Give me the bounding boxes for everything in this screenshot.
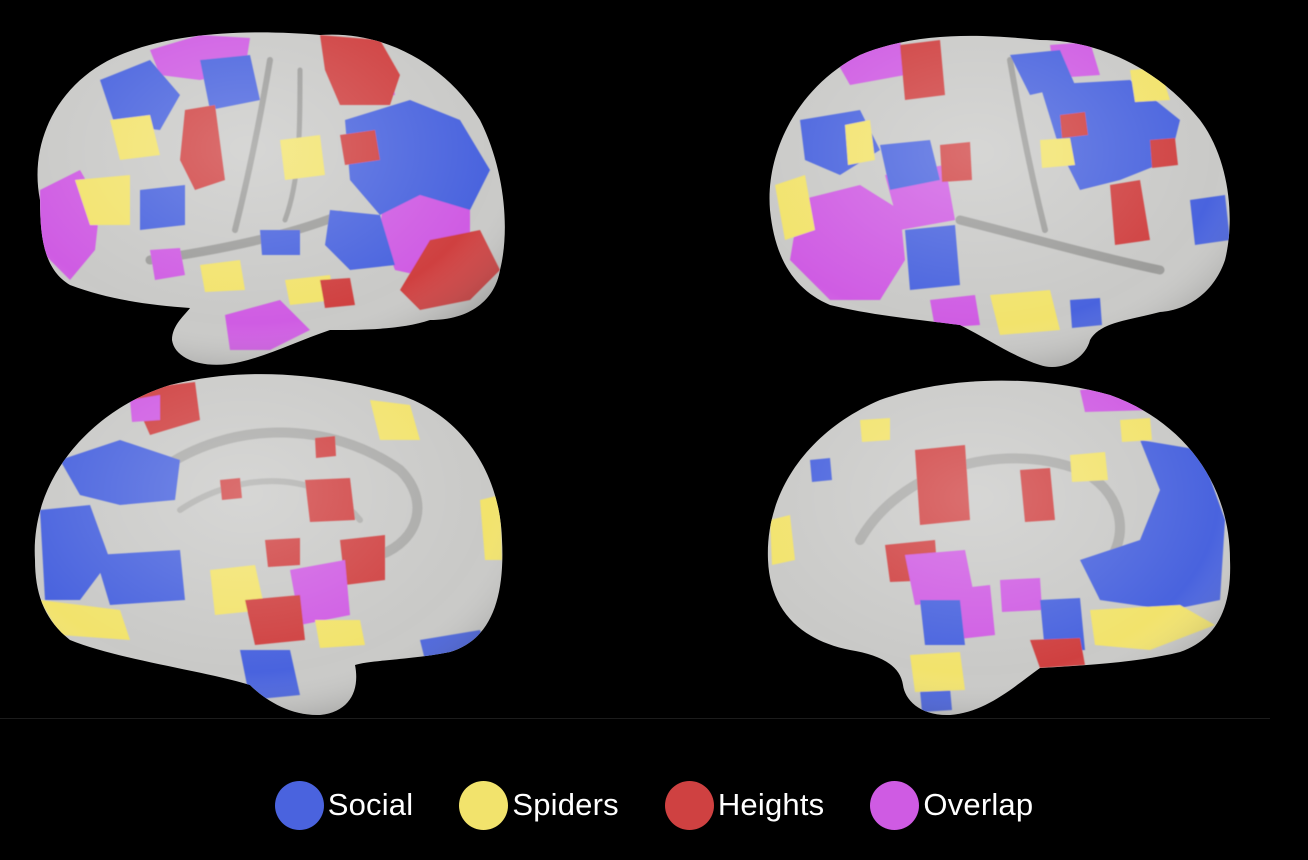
legend-label-overlap: Overlap: [923, 787, 1034, 822]
legend-item-spiders: Spiders: [459, 780, 619, 830]
brain-surface-figure: [34, 32, 1231, 716]
legend-label-heights: Heights: [717, 787, 825, 822]
left-hemisphere-medial: [34, 374, 503, 716]
right-hemisphere-medial: [767, 380, 1231, 716]
legend-item-heights: Heights: [664, 780, 825, 830]
legend-item-overlap: Overlap: [870, 780, 1034, 830]
legend-label-spiders: Spiders: [512, 787, 619, 822]
legend-swatch-social: [274, 780, 324, 830]
legend-swatch-spiders: [459, 780, 509, 830]
legend: Social Spiders Heights Overlap: [0, 770, 1308, 840]
legend-swatch-overlap: [870, 780, 920, 830]
right-hemisphere-lateral: [769, 35, 1230, 368]
divider-line: [0, 718, 1270, 719]
left-hemisphere-lateral: [37, 32, 505, 365]
legend-item-social: Social: [274, 780, 414, 830]
legend-swatch-heights: [664, 780, 714, 830]
legend-label-social: Social: [327, 787, 414, 822]
